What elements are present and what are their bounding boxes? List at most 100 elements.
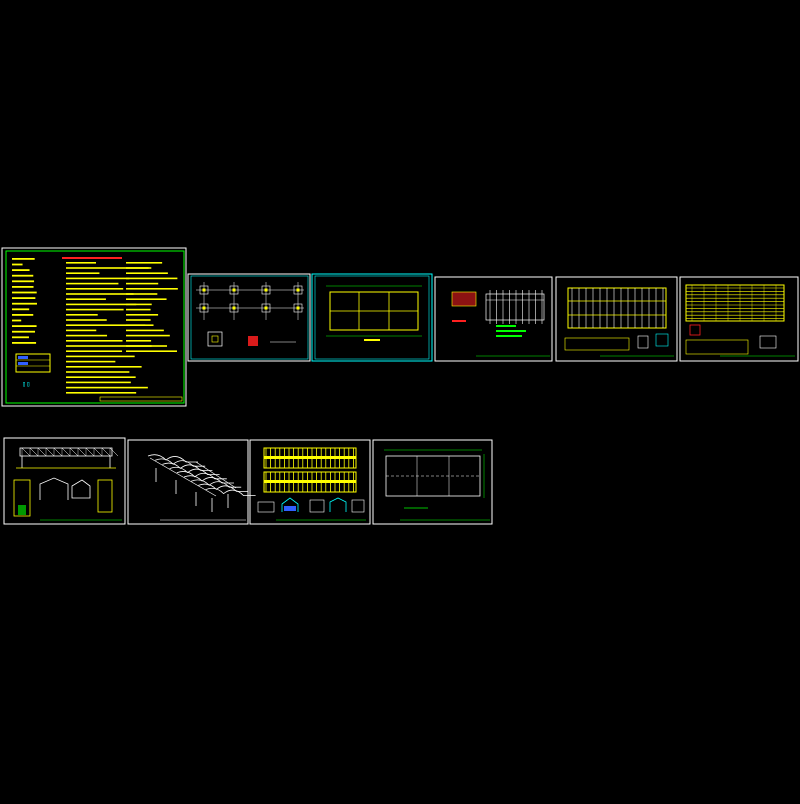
sheet-9-framing-elevation[interactable] <box>249 439 371 525</box>
roof-arch <box>155 458 206 467</box>
sheet-1-general-notes[interactable]: ▯▯ <box>1 247 187 407</box>
sheet-6-red-mark <box>689 324 701 336</box>
note-text-line <box>126 314 159 316</box>
sheet-4-purlin-detail[interactable] <box>434 276 553 362</box>
truss-web <box>109 447 119 457</box>
sheet-6-roof-sheeting-plan[interactable] <box>679 276 799 362</box>
sheet-6-detail <box>759 335 777 349</box>
sheet-8-isometric-shed <box>147 454 256 512</box>
sheet-1-inner-border <box>5 250 185 404</box>
truss-web <box>93 447 103 457</box>
sheet-1-note-lines <box>12 258 178 394</box>
sheet-8-frame <box>127 439 249 525</box>
sheet-9-framing-studs <box>264 448 356 492</box>
note-text-line <box>66 329 97 332</box>
sheeting-outline <box>685 284 785 322</box>
sheet-4-colored-block <box>452 292 476 306</box>
sheet-4-green-note <box>496 335 522 337</box>
sheet-4-purlin-grid <box>485 290 545 324</box>
purlin-outline <box>485 293 545 321</box>
note-text-line <box>66 288 124 290</box>
sheet-7-frame <box>3 437 126 525</box>
footing <box>199 303 209 313</box>
sheet-4-frame <box>434 276 553 362</box>
note-text-line <box>126 293 158 295</box>
sheet-1-cyan-mark: ▯▯ <box>22 380 30 388</box>
section-detail-c <box>71 479 91 499</box>
column <box>232 288 236 292</box>
sheet-9-detail-cyan <box>281 497 299 512</box>
section-detail-a <box>13 479 31 517</box>
note-text-line <box>12 308 30 311</box>
sheet-7-elevation-sections[interactable] <box>3 437 126 525</box>
note-text-line <box>66 267 152 269</box>
roof-arch <box>198 483 249 492</box>
note-text-line <box>126 319 151 321</box>
footing-detail <box>207 331 223 347</box>
sheet-5-joists <box>568 288 666 328</box>
section-detail-b <box>39 477 69 500</box>
eave-line <box>195 461 237 489</box>
note-text-line <box>126 334 170 337</box>
note-text-line <box>66 371 130 373</box>
footing <box>199 285 209 295</box>
footing <box>293 303 303 313</box>
section-detail-a-fill <box>18 505 26 515</box>
framing-outline <box>567 287 667 329</box>
note-text-line <box>126 262 163 264</box>
sheet-5-roof-framing-plan[interactable] <box>555 276 678 362</box>
note-text-line <box>66 314 98 316</box>
truss-web <box>61 447 71 457</box>
sheet-1-title-block <box>99 396 183 402</box>
roof-arch <box>205 487 256 496</box>
sheet-9-frame <box>249 439 371 525</box>
band-fill <box>264 480 356 483</box>
note-text-line <box>12 269 30 271</box>
elevation-roof-truss <box>19 447 113 457</box>
truss-web <box>53 447 63 457</box>
roof-arch <box>147 454 198 463</box>
note-text-line <box>66 355 135 358</box>
note-text-line <box>12 280 35 283</box>
sheet-8-3d-isometric[interactable] <box>127 439 256 525</box>
truss-web <box>101 447 111 457</box>
note-text-line <box>66 282 119 285</box>
roof-arch <box>183 475 234 484</box>
note-text-line <box>12 330 36 333</box>
note-text-line <box>66 319 107 321</box>
note-text-line <box>12 291 37 294</box>
sheet-9-detail <box>351 499 365 513</box>
sheet-5-detail <box>655 333 669 347</box>
legend-fill <box>18 356 28 359</box>
sheet-1-frame <box>1 247 187 407</box>
note-text-line <box>66 277 130 280</box>
sheet-2-foundation-plan[interactable] <box>187 273 311 362</box>
note-text-line <box>66 366 142 368</box>
roof-arch <box>169 466 220 475</box>
note-text-line <box>126 277 178 280</box>
note-text-line <box>66 340 123 342</box>
sheet-9-detail-cyan <box>329 497 347 512</box>
sheet-6-table <box>685 339 749 355</box>
note-text-line <box>126 282 159 285</box>
roof-arch <box>176 471 227 480</box>
sheet-3-inner-border <box>314 275 430 360</box>
note-text-line <box>66 360 116 363</box>
sheet-3-beam-plan[interactable] <box>311 273 433 362</box>
note-text-line <box>66 386 148 389</box>
note-text-line <box>12 342 37 344</box>
sheet-9-detail <box>257 501 275 513</box>
sheet-4-red-mark <box>452 320 466 322</box>
sheet-3-title-mark <box>364 339 380 341</box>
sheet-10-frame <box>372 439 493 525</box>
truss-web <box>37 447 47 457</box>
note-text-line <box>12 302 37 305</box>
sheet-10-layout-plan[interactable] <box>372 439 493 525</box>
truss-web <box>45 447 55 457</box>
note-text-line <box>126 272 168 274</box>
note-text-line <box>66 334 108 337</box>
note-text-line <box>12 319 22 322</box>
sheet-4-green-note <box>496 330 526 332</box>
truss-web <box>29 447 39 457</box>
